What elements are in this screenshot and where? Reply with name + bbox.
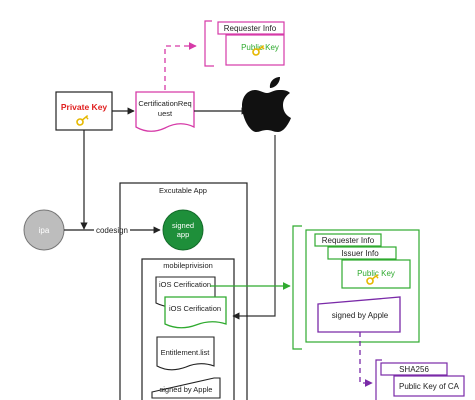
public-key-top-label: Public Key: [241, 43, 279, 52]
ios-cert-front-label: iOS Cerification: [169, 304, 221, 313]
requester-info-right-label: Requester Info: [322, 236, 375, 245]
sha256-label: SHA256: [399, 365, 429, 374]
executable-app-container: Excutable App: [119, 182, 248, 400]
private-key-label: Private Key: [61, 102, 108, 112]
mobileprovision-label: mobileprivision: [163, 261, 213, 270]
public-key-of-ca-label: Public Key of CA: [399, 382, 460, 391]
key-icon: [252, 44, 265, 56]
apple-logo-icon: [242, 77, 291, 132]
requester-info-top-label: Requester Info: [224, 24, 277, 33]
entitlement-list-label: Entitlement.list: [161, 348, 211, 357]
signed-by-apple-left-label: signed by Apple: [160, 385, 213, 394]
ios-cert-front-card: iOS Cerification: [164, 296, 227, 329]
requester-info-top-stack: Requester Info Public Key: [204, 20, 285, 67]
signature-to-sha256-arrow: [359, 332, 373, 387]
csr-label-line2: uest: [158, 109, 173, 118]
executable-app-label: Excutable App: [159, 186, 207, 195]
ipa-label: ipa: [39, 226, 50, 235]
csr-label-line1: CertificationReq: [138, 99, 191, 108]
signed-by-apple-left: signed by Apple: [151, 377, 221, 399]
codesign-label: codesign: [96, 226, 128, 235]
signed-app-label-line2: app: [177, 230, 190, 239]
key-icon: [366, 273, 379, 285]
key-icon: [76, 114, 89, 126]
sha256-group: SHA256 Public Key of CA: [375, 359, 465, 400]
mobileprovision-container: mobileprivision: [141, 258, 235, 400]
signed-app-node: signed app: [162, 209, 204, 251]
issuer-info-label: Issuer Info: [341, 249, 379, 258]
ipa-node: ipa: [23, 209, 65, 251]
ios-cert-back-label: iOS Cerification: [159, 280, 211, 289]
csr-to-requester-arrow: [164, 42, 197, 90]
signed-by-apple-right-label: signed by Apple: [332, 311, 389, 320]
apple-to-ios-cert-arrow: [232, 135, 276, 320]
certificate-detail-group: Requester Info Issuer Info Public Key si…: [292, 225, 420, 350]
signed-app-label-line1: signed: [172, 221, 194, 230]
csr-document: CertificationReq uest: [135, 91, 195, 132]
public-key-right-label: Public Key: [357, 269, 395, 278]
private-key-node: Private Key: [55, 91, 113, 131]
entitlement-list-document: Entitlement.list: [156, 336, 215, 371]
